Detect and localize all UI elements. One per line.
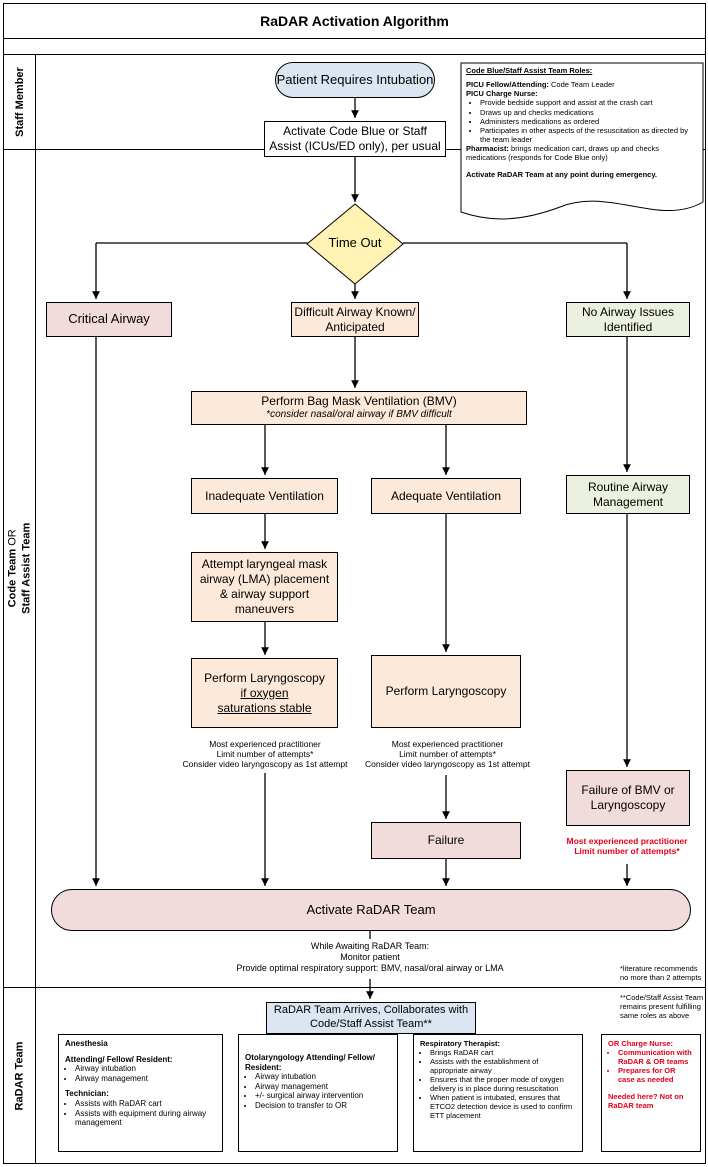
roles-nurse-label: PICU Charge Nurse: [466,89,538,99]
title-row: RaDAR Activation Algorithm [3,3,706,39]
bag-mask-ventilation-box: Perform Bag Mask Ventilation (BMV) *cons… [191,391,527,425]
awaiting-radar-note: While Awaiting RaDAR Team: Monitor patie… [220,941,520,973]
rt-item: When patient is intubated, ensures that … [430,1093,574,1120]
rt-title: Respiratory Therapist: [420,1039,501,1048]
anesthesia-tech: Technician: [65,1089,109,1099]
no-airway-issues-box: No Airway Issues Identified [566,302,690,337]
red-note-line-1: Most experienced practitioner [566,836,688,846]
or-title: OR Charge Nurse: [608,1039,674,1048]
roles-heading: Code Blue/Staff Assist Team Roles: [466,66,593,75]
awaiting-line-2: Monitor patient [340,951,400,962]
red-note-line-2: Limit number of attempts* [574,846,680,857]
anesthesia-list: Airway intubation Airway management [65,1064,214,1083]
perform-laryngoscopy-mid-box: Perform Laryngoscopy [371,655,521,728]
perform-laryngoscopy-left-box: Perform Laryngoscopy if oxygen saturatio… [191,658,338,728]
awaiting-line-3: Provide optimal respiratory support: BMV… [236,962,504,973]
team-roles-document: Code Blue/Staff Assist Team Roles: PICU … [460,62,704,222]
lane-label-column [3,55,36,1164]
anesthesia-tech-item: Assists with RaDAR cart [75,1099,214,1109]
anesthesia-role-card: Anesthesia Attending/ Fellow/ Resident: … [58,1034,223,1152]
inadequate-ventilation-box: Inadequate Ventilation [191,478,338,514]
or-extra: Needed here? Not on RaDAR team [608,1092,684,1110]
anesthesia-sub: Attending/ Fellow/ Resident: [65,1054,173,1064]
laryngoscopy-mid-note: Most experienced practitioner Limit numb… [360,739,535,770]
or-charge-nurse-role-card: OR Charge Nurse: Communication with RaDA… [601,1034,701,1152]
difficult-airway-box: Difficult Airway Known/ Anticipated [291,302,419,337]
anesthesia-tech-item: Assists with equipment during airway man… [75,1109,214,1128]
respiratory-therapist-role-card: Respiratory Therapist: Brings RaDAR cart… [413,1034,583,1152]
ent-item: +/- surgical airway intervention [255,1091,389,1101]
left-note-line-1: Most experienced practitioner [209,739,321,749]
team-roles-document-shape [460,62,704,220]
code-staff-note: **Code/Staff Assist Team remains present… [620,993,704,1020]
rt-item: Brings RaDAR cart [430,1048,574,1057]
timeout-diamond-shape [306,203,404,285]
outer-frame [3,3,706,1164]
radar-team-arrives-box: RaDAR Team Arrives, Collaborates with Co… [266,1002,476,1034]
rt-item: Ensures that the proper mode of oxygen d… [430,1075,574,1093]
left-note-line-3: Consider video laryngoscopy as 1st attem… [182,759,348,770]
roles-nurse-list: Provide bedside support and assist at th… [466,98,698,144]
ent-item: Airway management [255,1082,389,1092]
or-item: Communication with RaDAR & OR teams [618,1048,692,1066]
roles-nurse-item: Provide bedside support and assist at th… [480,98,698,107]
timeout-diamond: Time Out [306,203,404,285]
bmv-subtitle: *consider nasal/oral airway if BMV diffi… [266,409,452,421]
failure-red-note: Most experienced practitioner Limit numb… [552,836,702,856]
anesthesia-title: Anesthesia [65,1039,108,1048]
roles-nurse-item: Draws up and checks medications [480,108,698,117]
mid-note-line-3: Consider video laryngoscopy as 1st attem… [365,759,530,770]
ent-item: Decision to transfer to OR [255,1101,389,1111]
ent-item: Airway intubation [255,1072,389,1082]
anesthesia-tech-list: Assists with RaDAR cart Assists with equ… [65,1099,214,1128]
anesthesia-item: Airway intubation [75,1064,214,1074]
failure-bmv-laryngoscopy-box: Failure of BMV or Laryngoscopy [566,770,690,826]
critical-airway-box: Critical Airway [46,302,172,337]
roles-pharmacist: Pharmacist: brings medication cart, draw… [466,144,660,163]
ent-title: Otolaryngology Attending/ Fellow/ Reside… [245,1053,375,1072]
anesthesia-item: Airway management [75,1074,214,1084]
laryngoscopy-left-note: Most experienced practitioner Limit numb… [180,739,350,770]
timeout-label: Time Out [328,235,382,250]
lane-divider-2 [3,987,706,988]
roles-activate: Activate RaDAR Team at any point during … [466,170,658,180]
lma-placement-box: Attempt laryngeal mask airway (LMA) plac… [191,552,338,622]
ent-list: Airway intubation Airway management +/- … [245,1072,389,1110]
otolaryngology-role-card: Otolaryngology Attending/ Fellow/ Reside… [238,1034,398,1152]
adequate-ventilation-box: Adequate Ventilation [371,478,521,514]
activate-code-blue-box: Activate Code Blue or Staff Assist (ICUs… [264,121,446,157]
roles-nurse-item: Administers medications as ordered [480,117,698,126]
laryngoscopy-left-title: Perform Laryngoscopy [204,670,325,685]
activate-radar-team-box: Activate RaDAR Team [51,889,691,931]
roles-fellow: PICU Fellow/Attending: Code Team Leader [466,80,615,90]
failure-box: Failure [371,822,521,859]
rt-list: Brings RaDAR cart Assists with the estab… [420,1048,574,1120]
or-item: Prepares for OR case as needed [618,1066,692,1084]
awaiting-line-1: While Awaiting RaDAR Team: [310,941,430,951]
roles-nurse-item: Participates in other aspects of the res… [480,126,698,144]
team-roles-content: Code Blue/Staff Assist Team Roles: PICU … [466,66,698,180]
spacer-row [3,39,706,55]
literature-note: *literature recommends no more than 2 at… [620,964,702,982]
mid-note-line-1: Most experienced practitioner [391,739,504,749]
page-title: RaDAR Activation Algorithm [260,12,449,29]
patient-requires-intubation-box: Patient Requires Intubation [275,62,435,98]
left-note-line-2: Limit number of attempts* [216,749,314,760]
routine-airway-management-box: Routine Airway Management [566,475,690,514]
laryngoscopy-left-condition: if oxygen saturations stable [217,685,312,715]
bmv-title: Perform Bag Mask Ventilation (BMV) [261,394,457,409]
mid-note-line-2: Limit number of attempts* [399,749,496,760]
rt-item: Assists with the establishment of approp… [430,1057,574,1075]
or-list: Communication with RaDAR & OR teams Prep… [608,1048,692,1084]
